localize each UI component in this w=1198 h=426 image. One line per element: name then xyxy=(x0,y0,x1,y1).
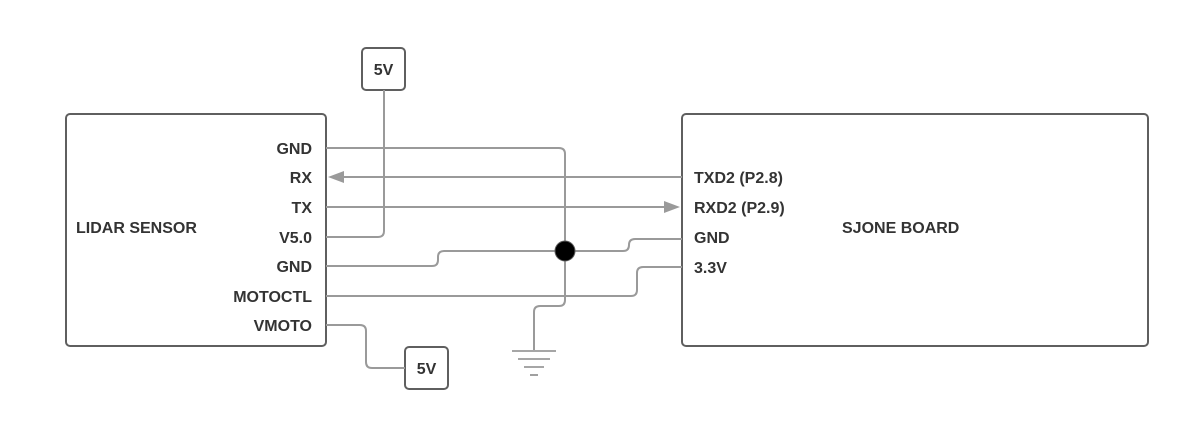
sjone-pin-gnd: GND xyxy=(694,230,730,247)
ground-icon xyxy=(512,350,556,376)
wire-lidar-gnd-2 xyxy=(326,250,565,267)
lidar-pin-gnd-2: GND xyxy=(276,259,312,276)
wire-junction-to-sjone-gnd xyxy=(565,238,682,252)
lidar-pin-motoctl: MOTOCTL xyxy=(233,289,312,306)
sjone-title: SJONE BOARD xyxy=(842,220,959,237)
wire-ground-bus xyxy=(533,251,566,350)
lidar-sensor-box xyxy=(65,113,327,347)
arrow-rx xyxy=(328,171,344,183)
sjone-pin-txd2: TXD2 (P2.8) xyxy=(694,170,783,187)
lidar-pin-vmoto: VMOTO xyxy=(254,318,312,335)
lidar-pin-rx: RX xyxy=(290,170,313,187)
arrow-rxd2 xyxy=(664,201,680,213)
wire-vmoto-to-5v xyxy=(326,324,405,369)
sjone-pin-3v3: 3.3V xyxy=(694,260,727,277)
sjone-pin-rxd2: RXD2 (P2.9) xyxy=(694,200,785,217)
sjone-board-box xyxy=(681,113,1149,347)
lidar-pin-v5: V5.0 xyxy=(279,230,312,247)
wire-lidar-gnd-1 xyxy=(326,147,566,251)
wire-motoctl-to-3v3 xyxy=(326,266,682,297)
power-5v-top-label: 5V xyxy=(374,62,394,79)
lidar-pin-gnd-1: GND xyxy=(276,141,312,158)
wire-v5-to-5v xyxy=(326,90,385,238)
lidar-title: LIDAR SENSOR xyxy=(76,220,197,237)
lidar-pin-tx: TX xyxy=(292,200,313,217)
ground-junction-dot xyxy=(554,240,576,262)
power-5v-bottom-label: 5V xyxy=(417,361,437,378)
